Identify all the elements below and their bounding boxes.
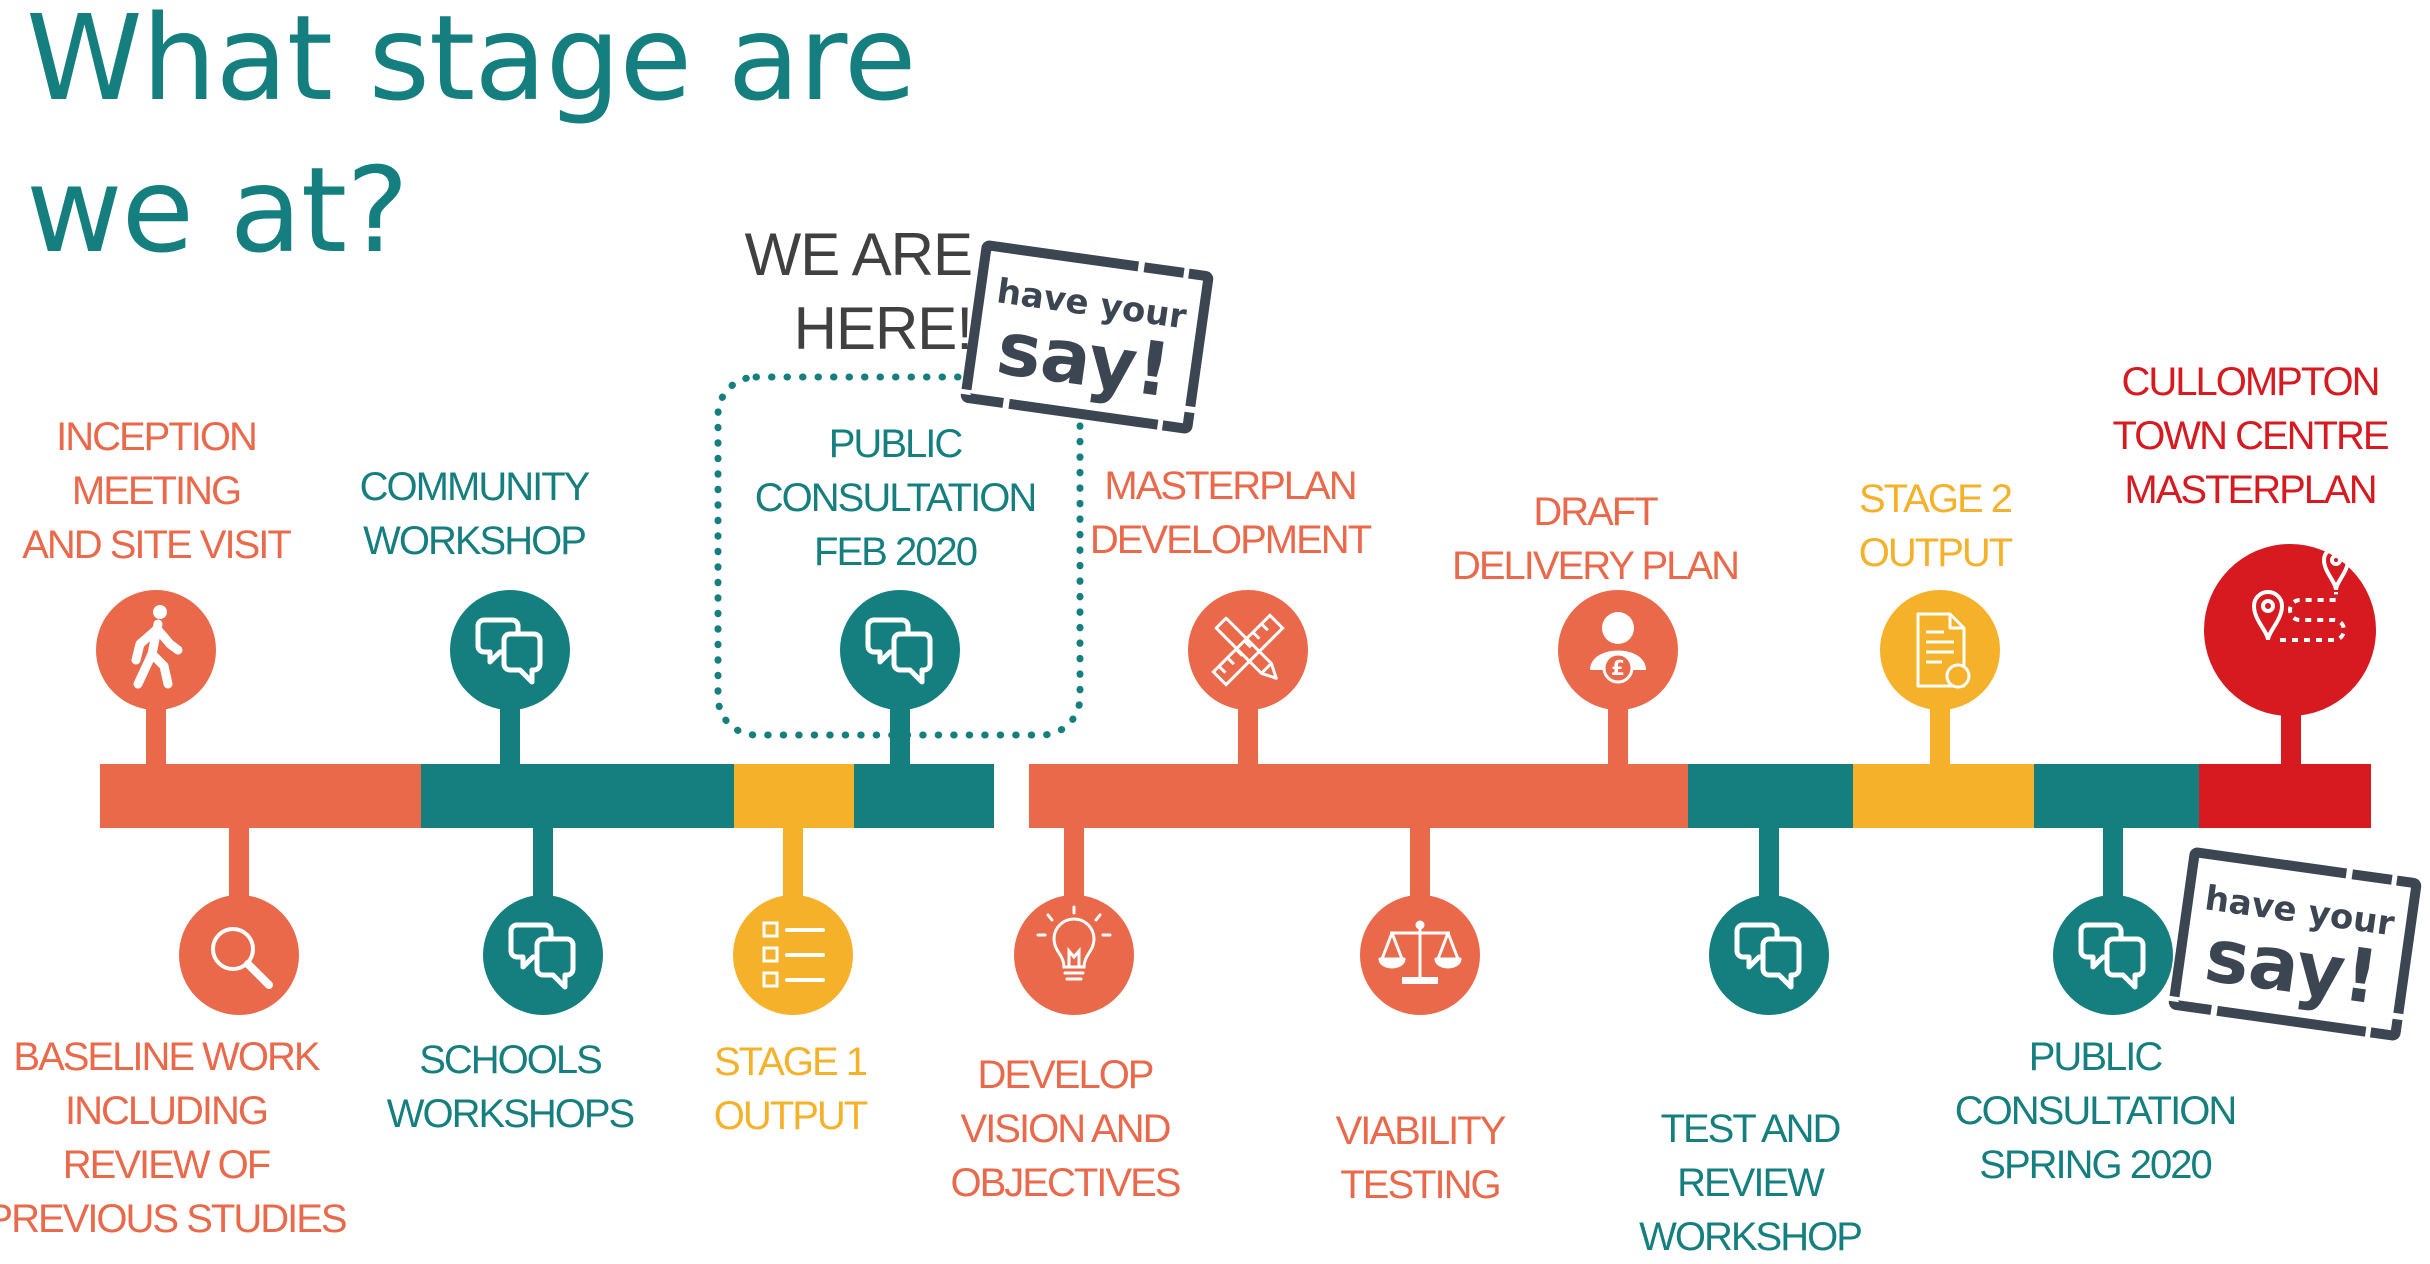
scales-icon: [1360, 895, 1480, 1015]
timeline-segment: [421, 764, 735, 828]
stage-label-stage2: STAGE 2 OUTPUT: [1858, 477, 2013, 575]
connector: [1759, 826, 1779, 896]
map-route-icon: [2204, 544, 2376, 716]
stage-label-schools: SCHOOLS WORKSHOPS: [386, 1038, 635, 1136]
stage-label-inception: INCEPTION MEETING AND SITE VISIT: [22, 415, 292, 567]
connector: [500, 700, 520, 766]
timeline-segment: [2199, 764, 2371, 828]
connectors: [146, 700, 2301, 896]
speech-bubbles-icon: [450, 590, 570, 710]
timeline-segment: [1029, 764, 1689, 828]
stage-label-baseline: BASELINE WORK INCLUDING REVIEW OF PREVIO…: [0, 1035, 348, 1241]
timeline-segment: [100, 764, 422, 828]
speech-bubbles-icon: [1709, 895, 1829, 1015]
timeline-segment: [2034, 764, 2200, 828]
connector: [890, 700, 910, 766]
connector: [1238, 700, 1258, 766]
magnifier-icon: [179, 895, 299, 1015]
connector: [1410, 826, 1430, 896]
connector: [2281, 710, 2301, 766]
connector: [783, 826, 803, 896]
speech-bubbles-icon: [483, 895, 603, 1015]
stage-label-viability: VIABILITY TESTING: [1335, 1109, 1507, 1207]
document-icon: [1880, 590, 2000, 710]
connector: [1930, 700, 1950, 766]
timeline-bar: [100, 764, 2371, 828]
connector: [146, 700, 166, 766]
connector: [1608, 700, 1628, 766]
have-your-say-stamp: have your say!: [960, 240, 1214, 434]
walking-person-icon: [96, 590, 216, 710]
stage-label-vision: DEVELOP VISION AND OBJECTIVES: [950, 1053, 1182, 1205]
person-money-icon: £: [1558, 590, 1678, 710]
we-are-here-label: WE ARE HERE!: [744, 221, 973, 362]
connector: [533, 826, 553, 896]
stage-label-community: COMMUNITY WORKSHOP: [359, 465, 591, 563]
have-your-say-stamp: have your say!: [2168, 847, 2422, 1041]
timeline-segment: [1688, 764, 1854, 828]
stage-label-test-review: TEST AND REVIEW WORKSHOP: [1639, 1107, 1863, 1259]
connector: [229, 826, 249, 896]
stage-label-final: CULLOMPTON TOWN CENTRE MASTERPLAN: [2112, 360, 2389, 512]
timeline-segment: [734, 764, 855, 828]
stage-label-delivery: DRAFT DELIVERY PLAN: [1451, 490, 1740, 588]
timeline-segment: [1853, 764, 2035, 828]
current-stage-highlight: [714, 373, 1084, 739]
stage-label-stage1: STAGE 1 OUTPUT: [713, 1040, 868, 1138]
speech-bubbles-icon: [2053, 895, 2173, 1015]
page-title: What stage are we at?: [26, 0, 916, 279]
stage-label-public-feb: PUBLIC CONSULTATION FEB 2020: [754, 422, 1037, 574]
connector: [2103, 826, 2123, 896]
speech-bubbles-icon: [840, 590, 960, 710]
lightbulb-icon: [1014, 895, 1134, 1015]
checklist-icon: [733, 895, 853, 1015]
stage-label-masterplan-dev: MASTERPLAN DEVELOPMENT: [1089, 464, 1372, 562]
svg-text:£: £: [1611, 656, 1625, 680]
timeline-segment: [854, 764, 994, 828]
stage-label-public-spring: PUBLIC CONSULTATION SPRING 2020: [1954, 1035, 2237, 1187]
pencil-ruler-icon: [1188, 590, 1308, 710]
connector: [1064, 826, 1084, 896]
